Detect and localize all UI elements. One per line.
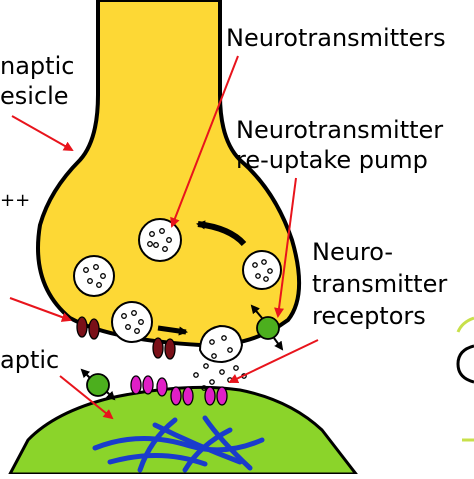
- neurotransmitters-label: Neurotransmitters: [226, 24, 446, 52]
- adjacent-panel-fragment: [456, 316, 474, 442]
- channel-pointer-arrow: [9, 297, 72, 322]
- reuptake-pointer-arrow: [274, 177, 297, 318]
- fusing-vesicle: [198, 324, 244, 364]
- synaptic-vesicle-label-line1: naptic: [0, 52, 74, 80]
- vesicle-2: [73, 255, 115, 297]
- neurotransmitters-pointer-arrow: [170, 55, 239, 228]
- reuptake-pump-label-line1: Neurotransmitter: [236, 116, 443, 144]
- receptors-label-line1: Neuro-: [312, 238, 393, 266]
- receptors-pointer-arrow: [228, 339, 319, 384]
- synaptic-vesicle-label-line2: esicle: [0, 82, 69, 110]
- presynaptic-channels: [76, 316, 176, 360]
- reuptake-pump-label-line2: re-uptake pump: [236, 146, 428, 174]
- cleft-pointer-arrow: [59, 375, 114, 420]
- ion-label-fragment: ++: [0, 190, 30, 211]
- postsynaptic-pump: [80, 368, 116, 401]
- released-neurotransmitters: [193, 335, 247, 391]
- vesicle-1: [138, 218, 182, 262]
- reuptake-pump: [250, 304, 284, 351]
- cytoskeleton-filaments: [92, 415, 265, 473]
- vesicle-4: [111, 301, 153, 343]
- pointer-arrows: [9, 55, 319, 420]
- receptors-label-line3: receptors: [312, 302, 426, 330]
- postsynaptic-receptors: [130, 375, 228, 406]
- release-arrow: [157, 325, 188, 336]
- reuptake-curved-arrow: [196, 220, 247, 247]
- vesicle-3: [242, 250, 282, 290]
- vesicle-pointer-arrow: [11, 115, 74, 151]
- synaptic-cleft-label-fragment: aptic: [0, 346, 59, 374]
- receptors-label-line2: transmitter: [312, 270, 447, 298]
